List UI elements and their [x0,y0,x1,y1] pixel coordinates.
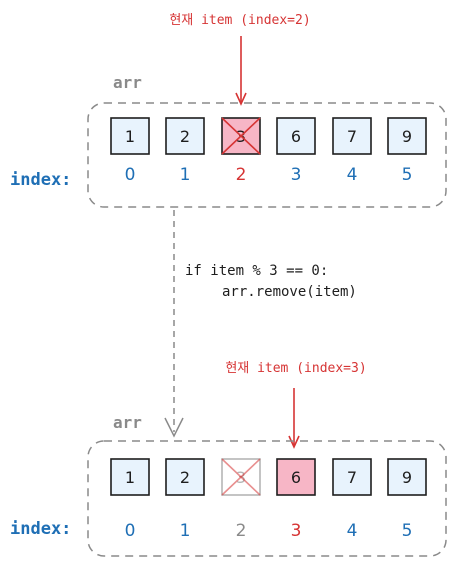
code-line-remove: arr.remove(item) [222,284,357,300]
top-cell-4: 7 [332,117,372,155]
top-index-2: 2 [236,165,247,185]
top-cell-box [110,117,150,155]
top-cross-mark [221,117,261,155]
bottom-cell-box [276,458,316,496]
top-cell-value: 2 [180,127,190,146]
bottom-cell-value: 7 [347,468,357,487]
top-cell-value: 9 [402,127,412,146]
bottom-cross-mark [221,458,261,496]
top-index-3: 3 [291,165,302,185]
bottom-cell-1: 2 [165,458,205,496]
top-pointer-label: 현재 item (index=2) [169,13,310,28]
bottom-cell-value: 9 [402,468,412,487]
bottom-cell-box [332,458,372,496]
bottom-cell-box [110,458,150,496]
top-cell-2: 3 [221,117,261,155]
top-cell-box [165,117,205,155]
top-cell-3: 6 [276,117,316,155]
top-pointer-arrowhead [235,92,247,106]
bottom-index-label: index: [10,519,71,539]
top-array-label: arr [113,73,142,92]
bottom-cell-2: 3 [221,458,261,496]
flow-connector-arrowhead [164,417,184,438]
top-cell-value: 6 [291,127,301,146]
bottom-cell-5: 9 [387,458,427,496]
top-index-0: 0 [125,165,136,185]
bottom-cell-value: 1 [125,468,135,487]
top-array-cells: 1 0 2 1 3 2 6 3 7 4 9 5 [110,117,427,185]
bottom-cell-box [165,458,205,496]
top-index-5: 5 [402,165,413,185]
top-cell-box [387,117,427,155]
top-cell-5: 9 [387,117,427,155]
top-cell-0: 1 [110,117,150,155]
bottom-index-0: 0 [125,521,136,541]
top-index-label: index: [10,170,71,190]
bottom-array-cells: 1 0 2 1 3 2 6 3 7 4 9 5 [110,458,427,541]
top-cell-box [332,117,372,155]
top-cell-value: 1 [125,127,135,146]
bottom-index-4: 4 [347,521,358,541]
bottom-pointer-label: 현재 item (index=3) [225,361,366,376]
bottom-index-2: 2 [236,521,247,541]
bottom-index-1: 1 [180,521,191,541]
bottom-cell-value: 6 [291,468,301,487]
code-line-condition: if item % 3 == 0: [185,263,328,279]
bottom-cell-value: 2 [180,468,190,487]
bottom-index-3: 3 [291,521,302,541]
bottom-cell-4: 7 [332,458,372,496]
bottom-array-label: arr [113,413,142,432]
bottom-cell-box [387,458,427,496]
top-cell-1: 2 [165,117,205,155]
top-index-1: 1 [180,165,191,185]
top-cell-value: 7 [347,127,357,146]
top-index-4: 4 [347,165,358,185]
bottom-cell-0: 1 [110,458,150,496]
bottom-cell-3: 6 [276,458,316,496]
bottom-index-5: 5 [402,521,413,541]
bottom-pointer-arrowhead [288,435,300,449]
top-cell-box [276,117,316,155]
bottom-array-container [87,440,447,557]
